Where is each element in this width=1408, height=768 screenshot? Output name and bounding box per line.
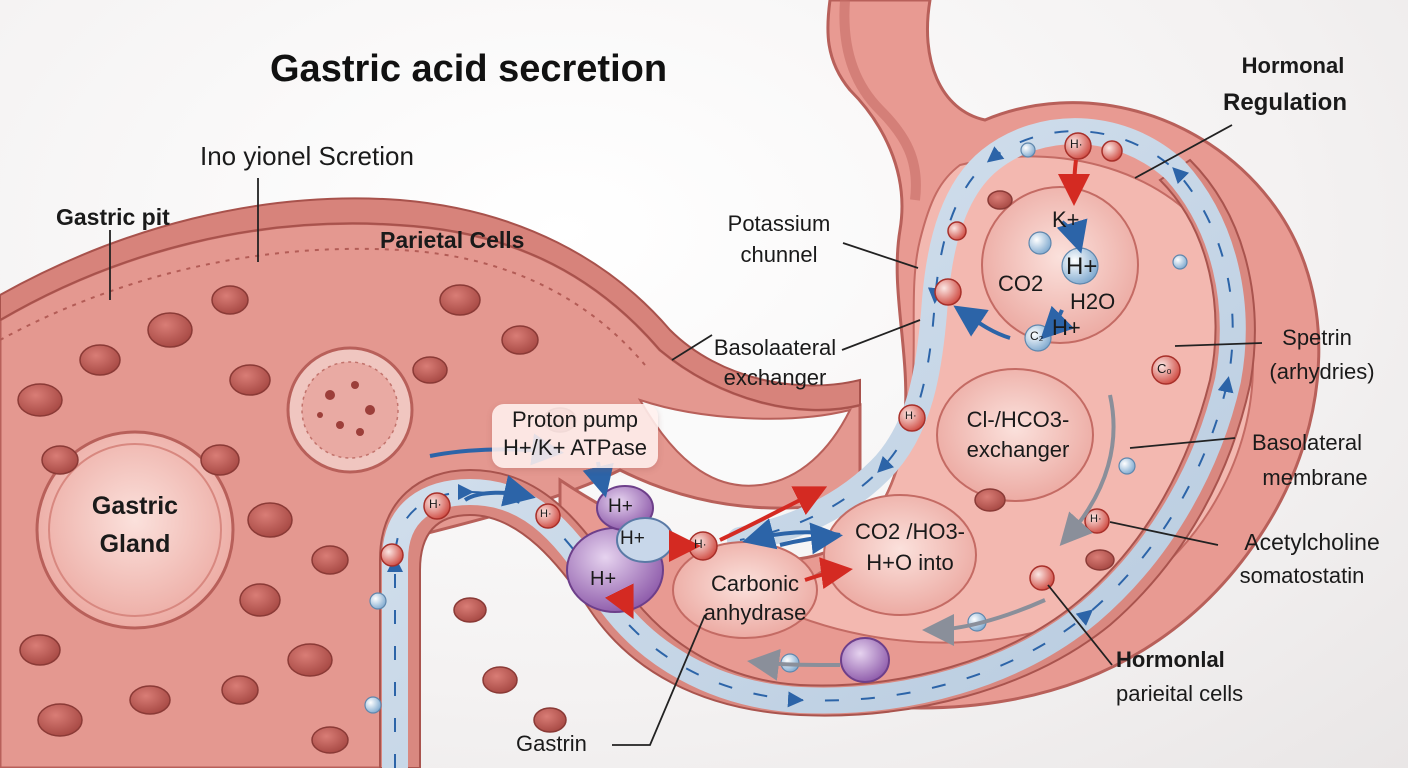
parietal-vesicle-low <box>823 494 977 616</box>
ion-particles-red <box>380 132 1181 591</box>
ion-h-label-c: H· <box>540 508 552 520</box>
label-ino-yionel-scretion: Ino yionel Scretion <box>200 141 414 171</box>
gastric-gland-inner <box>48 443 222 617</box>
label-parietal-cells: Parietal Cells <box>380 227 525 253</box>
label-potassium-line1: Potassium <box>727 211 831 236</box>
label-basolaateral-line2: exchanger <box>723 365 827 390</box>
label-h-plus-ion: H+ <box>1066 253 1098 280</box>
ion-h-label-b: H· <box>429 497 442 511</box>
label-carbonic-line2: anhydrase <box>703 600 807 625</box>
gastric-gland-cell <box>35 430 235 630</box>
label-cl-hco3-line1: Cl-/HCO3- <box>966 407 1070 432</box>
ion-h-label-f: H· <box>1090 513 1102 525</box>
label-hormonal-pc-line2: parieital cells <box>1116 681 1244 706</box>
pump-h-label-1: H+ <box>608 496 633 517</box>
label-co2-hco3-line1: CO2 /HO3- <box>854 519 966 544</box>
pump-h-label-2: H+ <box>620 528 645 549</box>
label-potassium-line2: chunnel <box>740 242 818 267</box>
label-basolateral-membrane-line2: membrane <box>1262 465 1368 490</box>
label-hormonal-pc-line1: Hormonlal <box>1116 647 1225 672</box>
label-acetylcholine-line1: Acetylcholine <box>1244 529 1380 555</box>
label-co2: CO2 <box>998 271 1044 296</box>
label-spetrin-line2: (arhydries) <box>1269 359 1375 384</box>
leader-lines <box>109 124 1263 746</box>
label-spetrin-line1: Spetrin <box>1282 325 1352 350</box>
label-proton-pump-line2: H+/K+ ATPase <box>503 435 647 460</box>
ion-co-label: C₀ <box>1157 361 1172 376</box>
pump-h-label-3: H+ <box>590 568 617 590</box>
label-proton-pump-line1: Proton pump <box>512 407 638 432</box>
label-carbonic-line1: Carbonic <box>710 571 800 596</box>
label-cl-hco3-line2: exchanger <box>966 437 1070 462</box>
label-gastrin: Gastrin <box>516 731 587 756</box>
acinus-dots <box>317 381 375 436</box>
page-title: Gastric acid secretion <box>270 48 668 90</box>
label-co2-hco3-line2: H+O into <box>866 550 954 575</box>
ion-h-label-d: H· <box>1070 137 1083 151</box>
label-gastric-pit: Gastric pit <box>56 204 170 230</box>
ion-h-label-a: H· <box>694 537 707 551</box>
parietal-vesicle-mid <box>936 368 1094 502</box>
label-basolaateral-line1: Basolaateral <box>713 335 837 360</box>
ion-h-label-e: H· <box>905 410 917 422</box>
label-acetylcholine-line2: somatostatin <box>1239 563 1365 588</box>
label-gastric-gland-line2: Gland <box>99 530 171 558</box>
cell-nuclei <box>17 190 1115 754</box>
label-k-plus: K+ <box>1052 207 1080 232</box>
proton-pump-callout <box>492 404 658 468</box>
label-h2o: H2O <box>1070 289 1116 314</box>
proton-pump-complex <box>566 485 890 683</box>
ion-c-label: C₂ <box>1030 329 1044 343</box>
label-hormonal-regulation-line2: Regulation <box>1223 89 1347 116</box>
label-basolateral-membrane-line1: Basolateral <box>1251 430 1363 455</box>
label-gastric-gland-line1: Gastric <box>91 492 179 520</box>
label-h-plus-small: H+ <box>1052 315 1081 340</box>
label-hormonal-regulation-line1: Hormonal <box>1241 53 1345 78</box>
gland-acinus-inner <box>301 361 399 459</box>
